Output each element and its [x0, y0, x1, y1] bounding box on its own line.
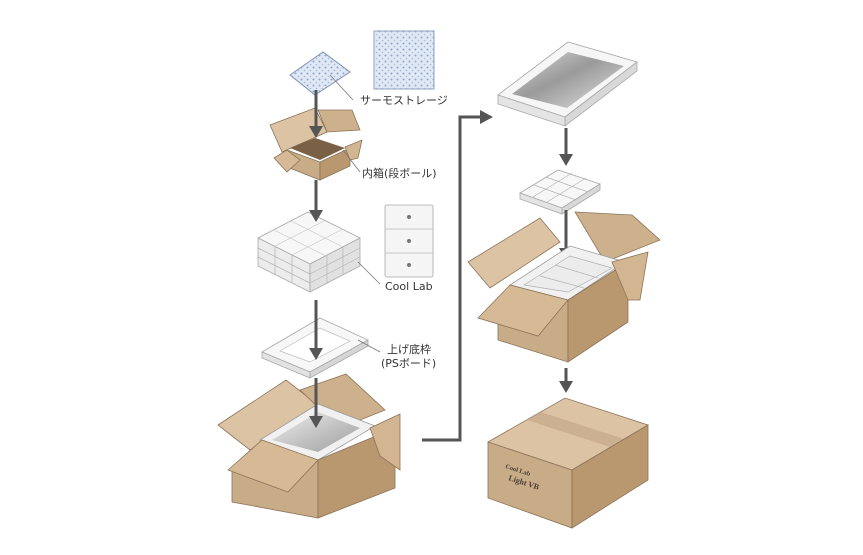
leader-raised-frame	[357, 339, 381, 353]
arrow-down-2	[309, 180, 323, 222]
arrow-down-3	[309, 300, 323, 360]
lid	[497, 41, 638, 127]
outer-box-filled	[467, 211, 661, 363]
outer-box-open	[217, 373, 401, 519]
cool-lab-stack	[257, 211, 361, 293]
leader-thermo	[329, 74, 354, 101]
closed-box: Cool Lab Light VB	[487, 397, 649, 529]
cool-lab-pack-detail	[384, 204, 434, 278]
arrow-down-7	[559, 368, 573, 393]
leader-inner-box	[342, 149, 361, 173]
top-ice-pack-layer	[519, 169, 601, 215]
label-inner-box: 内箱(段ボール)	[362, 166, 437, 180]
arrow-down-1	[309, 90, 323, 138]
arrow-down-5	[559, 128, 573, 166]
leader-cool-lab	[357, 261, 381, 285]
label-cool-lab: Cool Lab	[385, 280, 433, 293]
arrow-down-4	[309, 378, 323, 428]
thermo-storage-sheet	[289, 51, 351, 96]
thermo-storage-detail	[373, 30, 435, 90]
label-raised-frame-line2: (PSボード)	[381, 357, 436, 370]
label-raised-frame-line1: 上げ底枠	[387, 342, 431, 356]
connector-arrow	[422, 110, 493, 442]
inner-box	[269, 107, 363, 181]
label-thermo-storage: サーモストレージ	[360, 94, 448, 107]
